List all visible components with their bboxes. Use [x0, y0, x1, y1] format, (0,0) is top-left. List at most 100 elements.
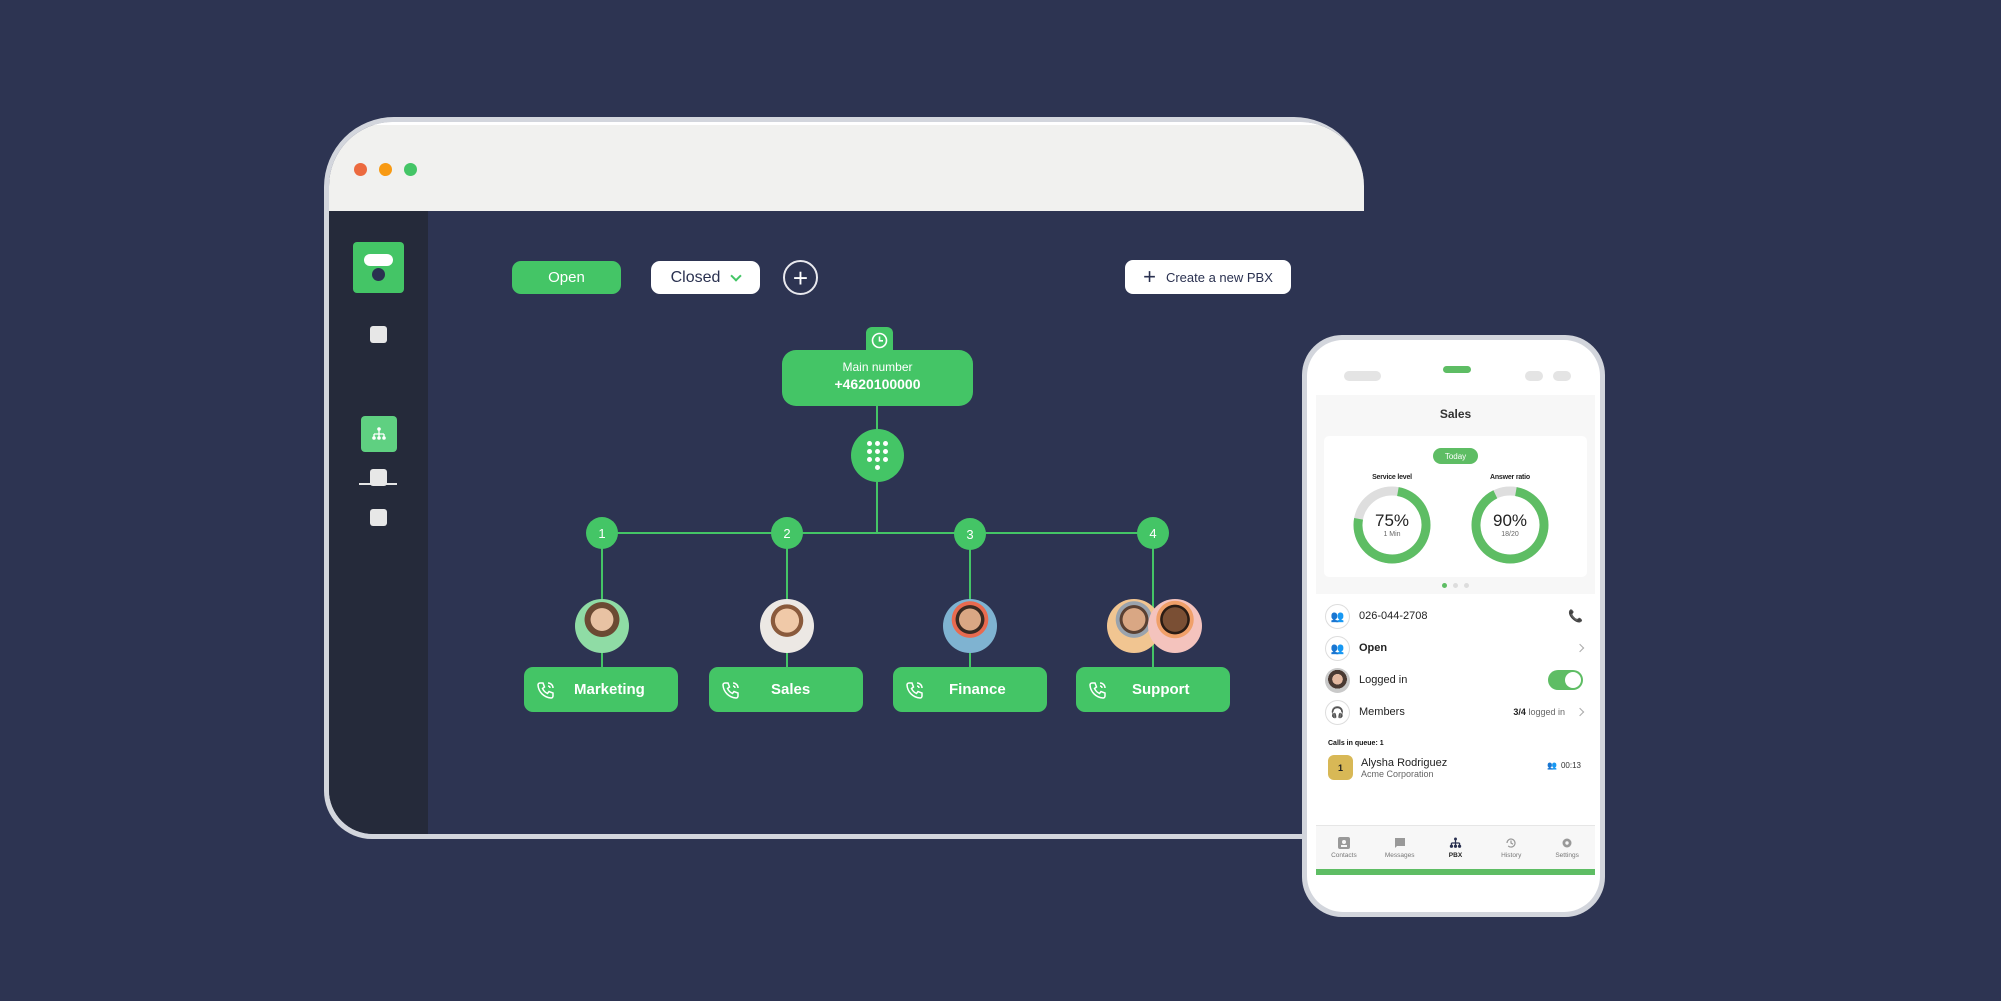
- pbx-app: Sales Today Service level 75%: [1316, 395, 1595, 780]
- add-button[interactable]: +: [783, 260, 818, 295]
- service-level-gauge: Service level 75% 1 Min: [1352, 474, 1432, 565]
- closed-label: Closed: [670, 268, 721, 286]
- clock-icon: [871, 332, 888, 349]
- carousel-dots[interactable]: [1324, 583, 1587, 588]
- logged-in-row: Logged in: [1316, 664, 1595, 696]
- answer-ratio-gauge: Answer ratio 90% 18/20: [1470, 474, 1550, 565]
- caller-company: Acme Corporation: [1361, 768, 1434, 779]
- sidebar-item-3[interactable]: [370, 469, 387, 486]
- avatar: [760, 599, 814, 653]
- bottom-tab-bar: Contacts Messages PBX History Settings: [1316, 825, 1595, 869]
- history-icon: [1506, 837, 1516, 848]
- logged-in-label: Logged in: [1359, 674, 1408, 686]
- queue-title: Calls in queue: 1: [1328, 740, 1384, 747]
- main-number-node[interactable]: Main number +4620100000: [782, 350, 973, 406]
- phone-call-icon: [1089, 681, 1106, 699]
- option-node-1[interactable]: 1: [586, 517, 618, 549]
- mobile-phone: Sales Today Service level 75%: [1302, 335, 1605, 917]
- dept-node-marketing[interactable]: Marketing: [524, 667, 678, 712]
- main-number-label: Main number: [842, 360, 913, 374]
- settings-icon: [1562, 838, 1572, 847]
- create-pbx-label: Create a new PBX: [1165, 269, 1273, 285]
- close-window-button[interactable]: [354, 163, 367, 176]
- dept-node-finance[interactable]: Finance: [893, 667, 1047, 712]
- answer-ratio-title: Answer ratio: [1490, 474, 1530, 481]
- screen-title: Sales: [1316, 395, 1595, 432]
- dept-name: Sales: [771, 681, 811, 698]
- answer-ratio-ring: [1471, 486, 1549, 564]
- tab-messages[interactable]: Messages: [1372, 826, 1428, 869]
- logo-icon[interactable]: [353, 242, 404, 293]
- option-node-2[interactable]: 2: [771, 517, 803, 549]
- sidebar-item-pbx[interactable]: [361, 416, 397, 452]
- members-row[interactable]: 🎧 Members 3/4 logged in: [1316, 696, 1595, 728]
- status-pill: [1344, 371, 1381, 381]
- closed-dropdown[interactable]: Closed: [651, 261, 760, 294]
- org-chart-icon: [372, 427, 386, 440]
- option-node-4[interactable]: 4: [1137, 517, 1169, 549]
- members-count: 3/4: [1513, 707, 1526, 717]
- pbx-icon: [1449, 836, 1462, 848]
- answer-ratio-sub: 18/20: [1501, 531, 1519, 538]
- members-suffix: logged in: [1528, 707, 1565, 717]
- logged-in-toggle[interactable]: [1548, 670, 1583, 690]
- group-icon: 👥: [1325, 603, 1350, 629]
- dept-name: Finance: [949, 681, 1006, 698]
- dept-node-sales[interactable]: Sales: [709, 667, 863, 712]
- pbx-tree-lines: [601, 402, 1154, 667]
- tab-contacts[interactable]: Contacts: [1316, 826, 1372, 869]
- sidebar-item-1[interactable]: [370, 326, 387, 343]
- service-level-value: 75%: [1374, 511, 1410, 530]
- avatar: [575, 599, 629, 653]
- open-status-row[interactable]: 👥 Open: [1316, 632, 1595, 664]
- contacts-icon: [1337, 837, 1350, 849]
- status-pill: [1553, 371, 1571, 381]
- phone-call-icon: [906, 681, 923, 699]
- answer-ratio-value: 90%: [1492, 511, 1528, 530]
- service-level-ring: [1353, 486, 1431, 564]
- plus-icon: +: [1143, 264, 1156, 289]
- caller-name: Alysha Rodriguez: [1361, 756, 1448, 769]
- create-pbx-button[interactable]: + Create a new PBX: [1125, 260, 1291, 294]
- avatar: [1148, 599, 1202, 653]
- stats-carousel[interactable]: Today Service level 75% 1 Min: [1316, 432, 1595, 594]
- avatar: [1325, 667, 1350, 693]
- phone-call-icon: [537, 681, 554, 699]
- dept-name: Marketing: [574, 681, 645, 698]
- open-button[interactable]: Open: [512, 261, 621, 294]
- stats-card: Today Service level 75% 1 Min: [1324, 436, 1587, 577]
- avatar: [943, 599, 997, 653]
- dept-name: Support: [1132, 681, 1190, 698]
- phone-number: 026-044-2708: [1359, 610, 1428, 622]
- schedule-tab[interactable]: [866, 327, 893, 354]
- service-level-sub: 1 Min: [1383, 531, 1401, 538]
- members-label: Members: [1359, 706, 1405, 718]
- phone-number-row[interactable]: 👥 026-044-2708 📞: [1316, 600, 1595, 632]
- wait-time: 00:13: [1560, 761, 1581, 770]
- title-bar: [329, 122, 1364, 211]
- ivr-dialpad-node[interactable]: [851, 429, 904, 482]
- sidebar: [329, 211, 428, 834]
- tab-history[interactable]: History: [1483, 826, 1539, 869]
- home-indicator-bar: [1316, 869, 1595, 875]
- desktop-window: Open Closed + + Create a new PBX: [324, 117, 1364, 839]
- queue-position-badge: 1: [1328, 755, 1353, 780]
- tab-pbx[interactable]: PBX: [1428, 826, 1484, 869]
- tab-settings[interactable]: Settings: [1539, 826, 1595, 869]
- sidebar-item-4[interactable]: [370, 509, 387, 526]
- chevron-right-icon: [1575, 643, 1585, 653]
- option-node-3[interactable]: 3: [954, 518, 986, 550]
- headset-icon: 🎧: [1325, 699, 1350, 725]
- group-icon: 👥: [1547, 761, 1557, 770]
- group-icon: 👥: [1325, 635, 1350, 661]
- window-content: Open Closed + + Create a new PBX: [329, 122, 1364, 834]
- minimize-window-button[interactable]: [379, 163, 392, 176]
- status-label: Open: [1359, 642, 1388, 654]
- call-icon[interactable]: 📞: [1568, 609, 1583, 623]
- chevron-right-icon: [1575, 707, 1585, 717]
- maximize-window-button[interactable]: [404, 163, 417, 176]
- queue-item[interactable]: 1 Alysha Rodriguez Acme Corporation 👥00:…: [1316, 747, 1595, 780]
- today-badge[interactable]: Today: [1433, 448, 1478, 464]
- dept-node-support[interactable]: Support: [1076, 667, 1230, 712]
- notch-indicator: [1443, 366, 1471, 373]
